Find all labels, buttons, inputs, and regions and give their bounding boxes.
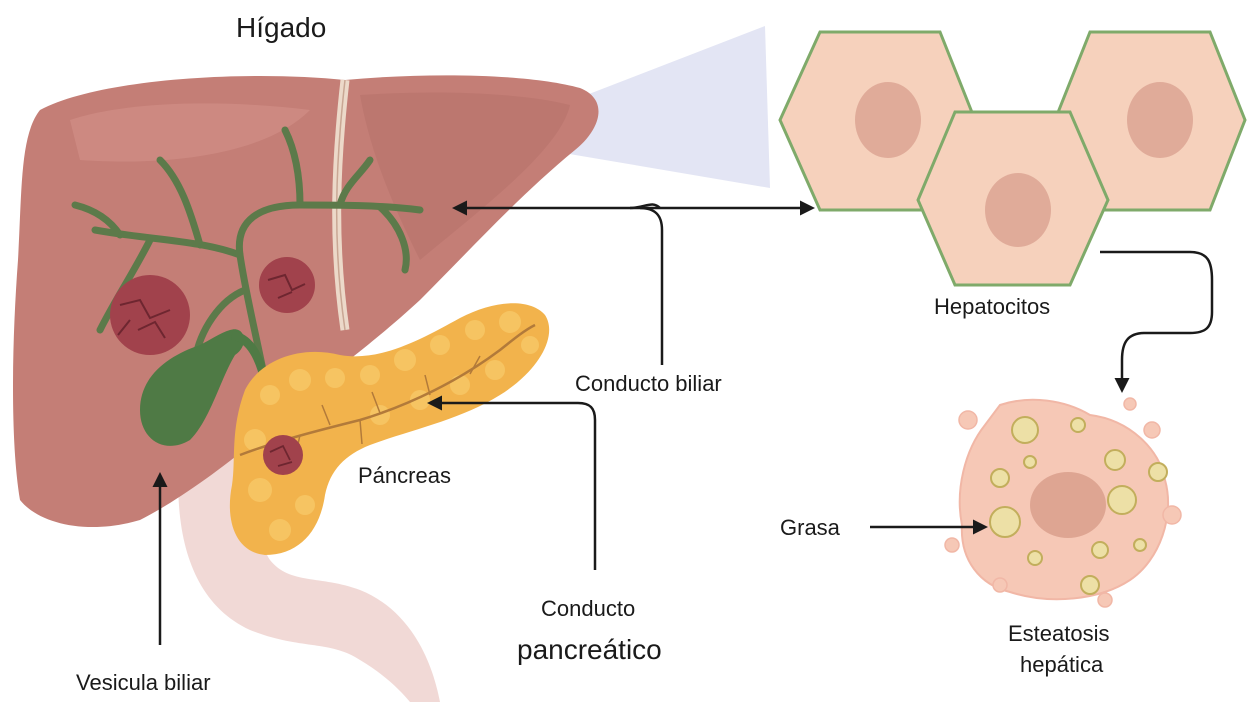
label-bile-duct: Conducto biliar (575, 373, 722, 395)
label-steatosis-line1: Esteatosis (1008, 623, 1110, 645)
label-pancreatic-duct-line2: pancreático (517, 636, 662, 664)
label-hepatocytes: Hepatocitos (934, 296, 1050, 318)
label-pancreatic-duct-line1: Conducto (541, 598, 635, 620)
pancreatic-duct-arrow (430, 403, 595, 570)
liver-tumor-small (259, 257, 315, 313)
pancreas-tumor (263, 435, 303, 475)
label-gallbladder: Vesicula biliar (76, 672, 211, 694)
steatotic-hepatocyte (945, 398, 1181, 607)
steatosis-arrow (1100, 252, 1212, 390)
label-pancreas: Páncreas (358, 465, 451, 487)
label-liver: Hígado (236, 14, 326, 42)
hepatocyte-cluster (780, 32, 1245, 285)
label-fat: Grasa (780, 517, 840, 539)
label-steatosis-line2: hepática (1020, 654, 1103, 676)
bile-duct-bracket (640, 208, 662, 365)
liver-tumor-large (110, 275, 190, 355)
steatosis-nucleus (1030, 472, 1106, 538)
